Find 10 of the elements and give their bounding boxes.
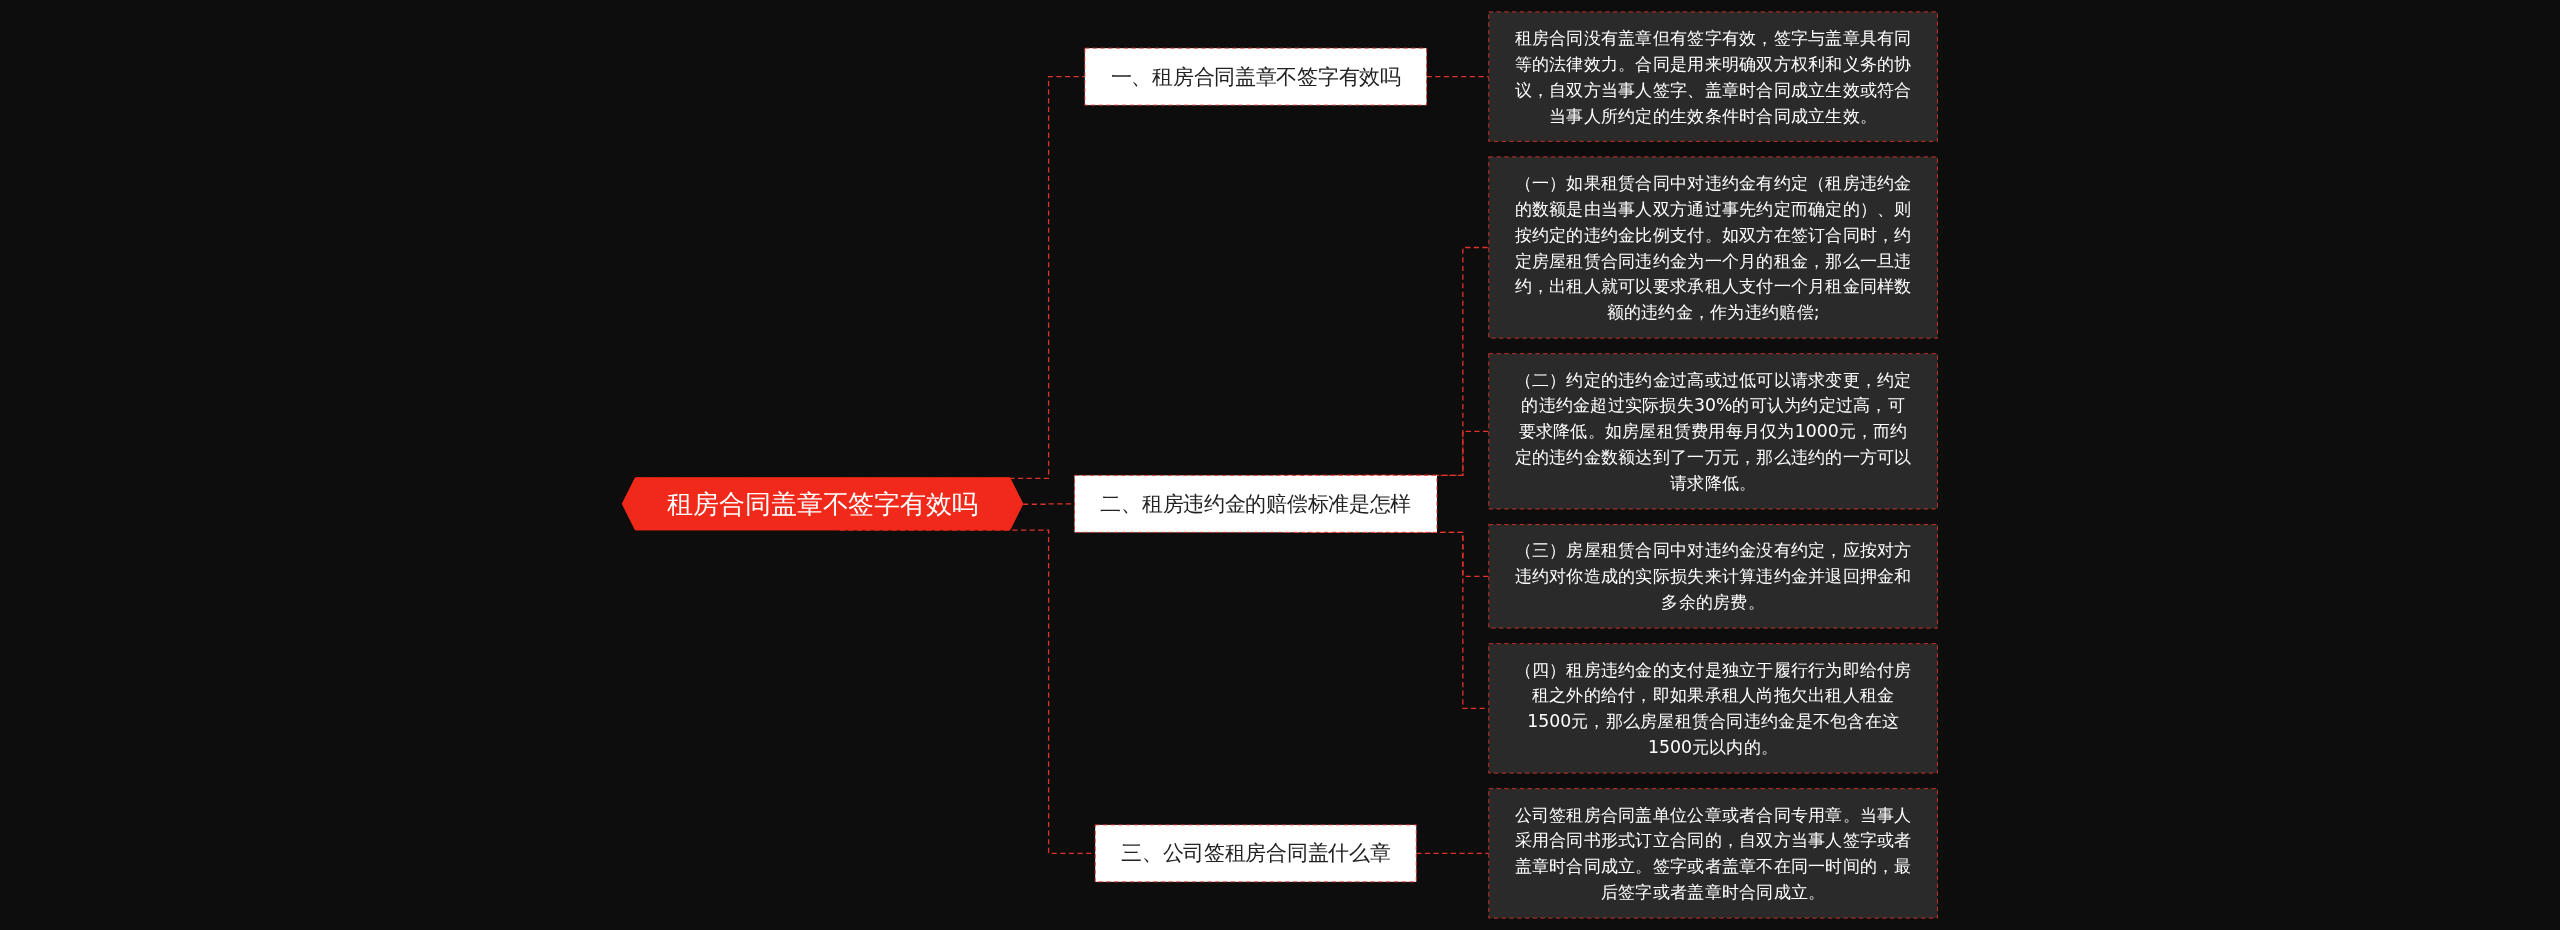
node-box: （二）约定的违约金过高或过低可以请求变更，约定的违约金超过实际损失30%的可认为约定过高，可要求降低。如房屋租赁费用每月仅为1000元，而约定的违约金数额达到了一万元，那么违约的一方可以请求降低。 [1488,353,1938,510]
node-box: （一）如果租赁合同中对违约金有约定（租房违约金的数额是由当事人双方通过事先约定而确定的）、则按约定的违约金比例支付。如双方在签订合同时，约定房屋租赁合同违约金为一个月的租金，那么一旦违约，出租人就可以要求承租人支付一个月租金同样数额的违约金，作为违约赔偿; [1488,156,1938,339]
node-box: 二、租房违约金的赔偿标准是怎样 [1074,474,1438,533]
node-box: （三）房屋租赁合同中对违约金没有约定，应按对方违约对你造成的实际损失来计算违约金并退回押金和多余的房费。 [1488,524,1938,629]
node-box: 三、公司签租房合同盖什么章 [1094,824,1417,883]
connector [1415,852,1490,854]
node-box: （四）租房违约金的支付是独立于履行行为即给付房租之外的给付，即如果承租人尚拖欠出租人租金1500元，那么房屋租赁合同违约金是不包含在这1500元以内的。 [1488,643,1938,774]
node-box: 一、租房合同盖章不签字有效吗 [1084,47,1428,106]
node-box: 公司签租房合同盖单位公章或者合同专用章。当事人采用合同书形式订立合同的，自双方当事人签字或者盖章时合同成立。签字或者盖章不在同一时间的，最后签字或者盖章时合同成立。 [1488,788,1938,919]
node-box: 租房合同没有盖章但有签字有效，签字与盖章具有同等的法律效力。合同是用来明确双方权利和义务的协议，自双方当事人签字、盖章时合同成立生效或符合当事人所约定的生效条件时合同成立生效。 [1488,11,1938,142]
